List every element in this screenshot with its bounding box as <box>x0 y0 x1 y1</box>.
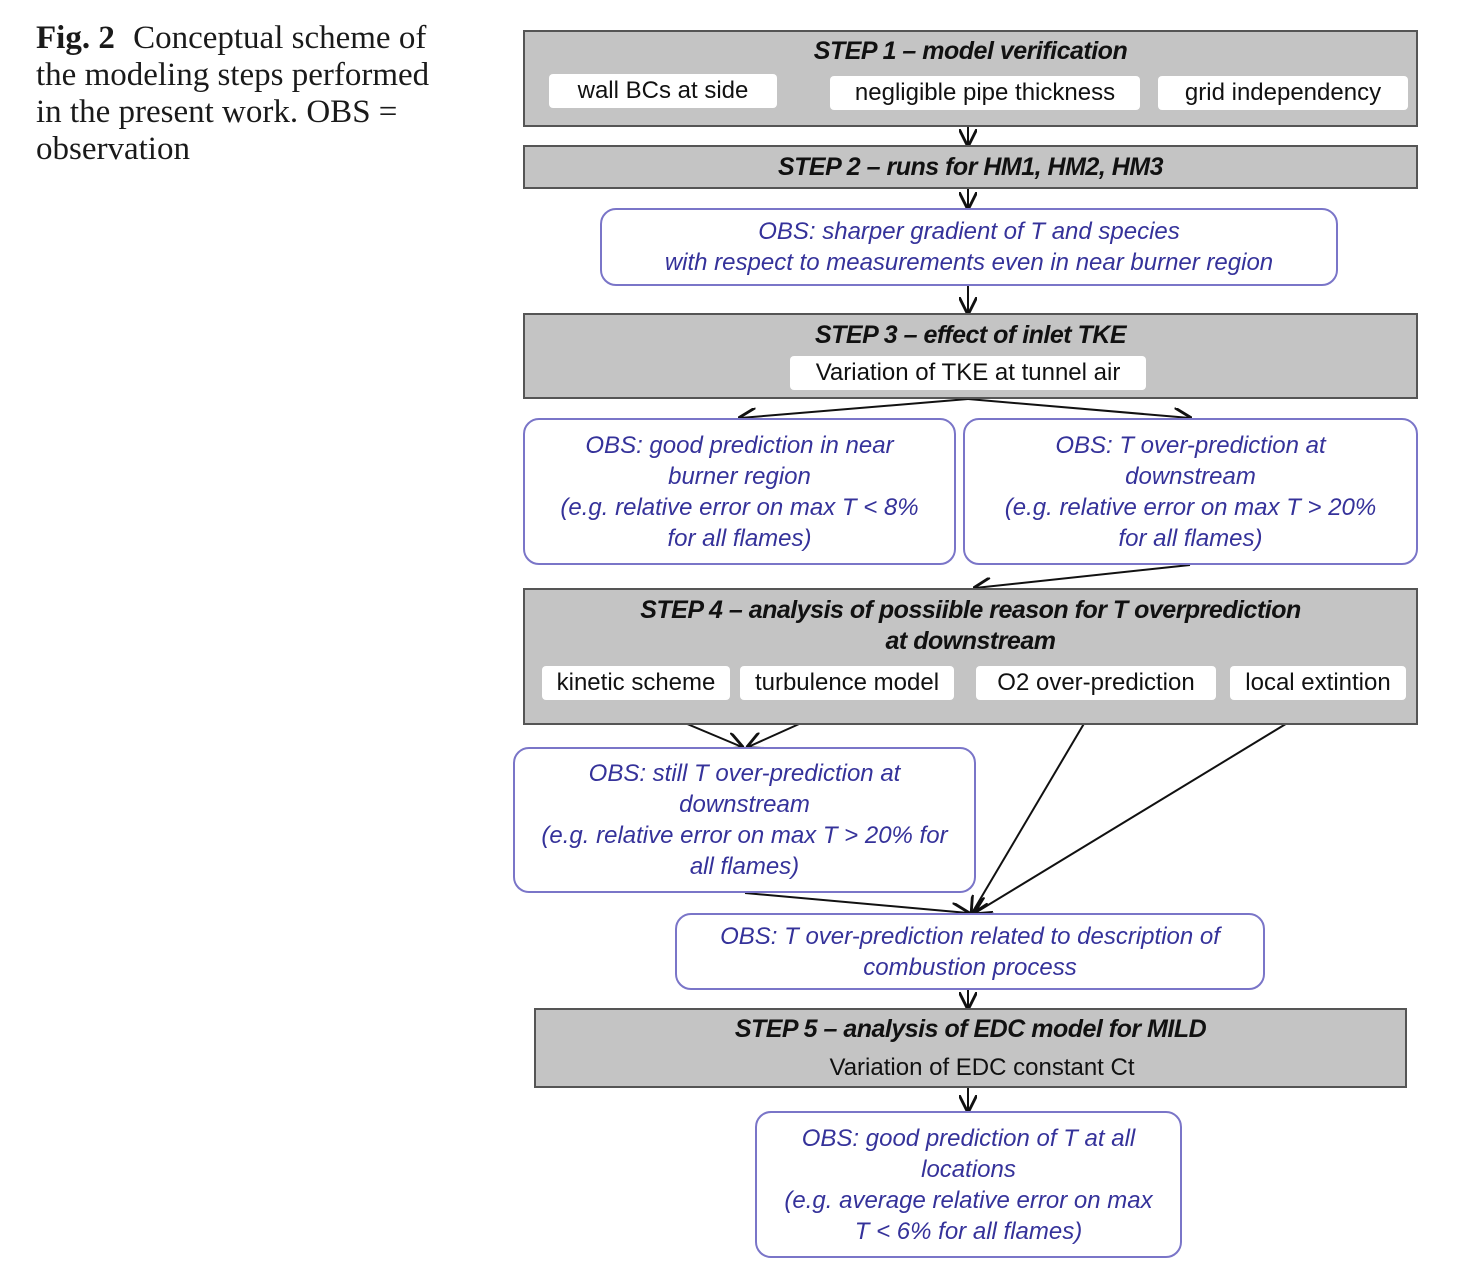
step5-item-edc-constant: Variation of EDC constant Ct <box>829 1054 1135 1081</box>
obs-step2: OBS: sharper gradient of T and species w… <box>600 208 1338 286</box>
step5-box: STEP 5 – analysis of EDC model for MILD … <box>534 1008 1407 1088</box>
obs-step4-combined-line: OBS: T over-prediction related to descri… <box>720 922 1220 950</box>
caption-line: the modeling steps performed <box>36 57 430 93</box>
step4-title-line: at downstream <box>885 627 1056 655</box>
obs-step3-left-line: OBS: good prediction in near <box>585 431 894 459</box>
obs-step3-left-line: (e.g. relative error on max T < 8% <box>560 493 919 521</box>
step4-item-o2-overprediction: O2 over-prediction <box>976 666 1216 700</box>
figure-caption: Fig. 2 Conceptual scheme of the modeling… <box>36 20 476 168</box>
step3-title: STEP 3 – effect of inlet TKE <box>814 321 1127 349</box>
obs-step3-left-line: burner region <box>668 462 811 490</box>
step3-item-tke-variation: Variation of TKE at tunnel air <box>790 356 1146 390</box>
step3-box: STEP 3 – effect of inlet TKE Variation o… <box>523 313 1418 399</box>
step4-box: STEP 4 – analysis of possiible reason fo… <box>523 588 1418 725</box>
obs-step4-left: OBS: still T over-prediction at downstre… <box>513 747 976 893</box>
step2-title: STEP 2 – runs for HM1, HM2, HM3 <box>777 153 1164 181</box>
obs-step3-right-line: for all flames) <box>1118 524 1263 552</box>
obs-step4-left-line: all flames) <box>689 853 800 880</box>
arrow-o2-to-combined <box>972 704 1096 913</box>
obs-step4-combined: OBS: T over-prediction related to descri… <box>675 913 1265 990</box>
arrow-step3-to-obs-right <box>967 398 1190 418</box>
step4-title-line: STEP 4 – analysis of possiible reason fo… <box>640 596 1301 624</box>
obs-step5-line: T < 6% for all flames) <box>854 1217 1083 1245</box>
caption-line: observation <box>36 131 190 167</box>
step4-item-turbulence-model: turbulence model <box>740 666 954 700</box>
step5-title: STEP 5 – analysis of EDC model for MILD <box>734 1015 1207 1043</box>
obs-step4-combined-line: combustion process <box>863 953 1077 981</box>
obs-step2-line: OBS: sharper gradient of T and species <box>758 218 1180 245</box>
caption-line: Conceptual scheme of <box>133 20 427 56</box>
obs-step3-left: OBS: good prediction in near burner regi… <box>523 418 956 565</box>
step4-item-local-extinction: local extintion <box>1230 666 1406 700</box>
obs-step2-line: with respect to measurements even in nea… <box>664 249 1274 276</box>
step1-item-pipe-thickness: negligible pipe thickness <box>830 76 1140 110</box>
obs-step3-right: OBS: T over-prediction at downstream (e.… <box>963 418 1418 565</box>
obs-step4-left-line: OBS: still T over-prediction at <box>588 760 901 787</box>
obs-step5-line: (e.g. average relative error on max <box>784 1186 1153 1214</box>
step1-item-grid-independency: grid independency <box>1158 76 1408 110</box>
obs-step3-right-line: (e.g. relative error on max T > 20% <box>1004 493 1377 521</box>
caption-line: in the present work. OBS = <box>36 94 398 130</box>
obs-step5: OBS: good prediction of T at all locatio… <box>755 1111 1182 1258</box>
arrow-obs-left-to-combined <box>744 892 968 913</box>
step1-title: STEP 1 – model verification <box>813 37 1128 65</box>
obs-step5-line: locations <box>921 1155 1016 1183</box>
obs-step4-left-line: (e.g. relative error on max T > 20% for <box>541 822 948 849</box>
step4-item-kinetic-scheme: kinetic scheme <box>542 666 730 700</box>
figure-label: Fig. 2 <box>36 20 115 56</box>
obs-step3-left-line: for all flames) <box>667 524 812 552</box>
arrow-step3-to-obs-left <box>740 398 969 418</box>
obs-step4-left-line: downstream <box>679 791 810 818</box>
obs-step3-right-line: downstream <box>1125 462 1256 490</box>
step2-box: STEP 2 – runs for HM1, HM2, HM3 <box>523 145 1418 189</box>
step1-box: STEP 1 – model verification wall BCs at … <box>523 30 1418 127</box>
step1-item-wall-bcs: wall BCs at side <box>549 74 777 108</box>
obs-step5-line: OBS: good prediction of T at all <box>801 1124 1136 1152</box>
arrow-extinction-to-combined <box>975 704 1318 913</box>
arrow-obs-right-to-step4 <box>975 564 1191 588</box>
obs-step3-right-line: OBS: T over-prediction at <box>1055 431 1326 459</box>
